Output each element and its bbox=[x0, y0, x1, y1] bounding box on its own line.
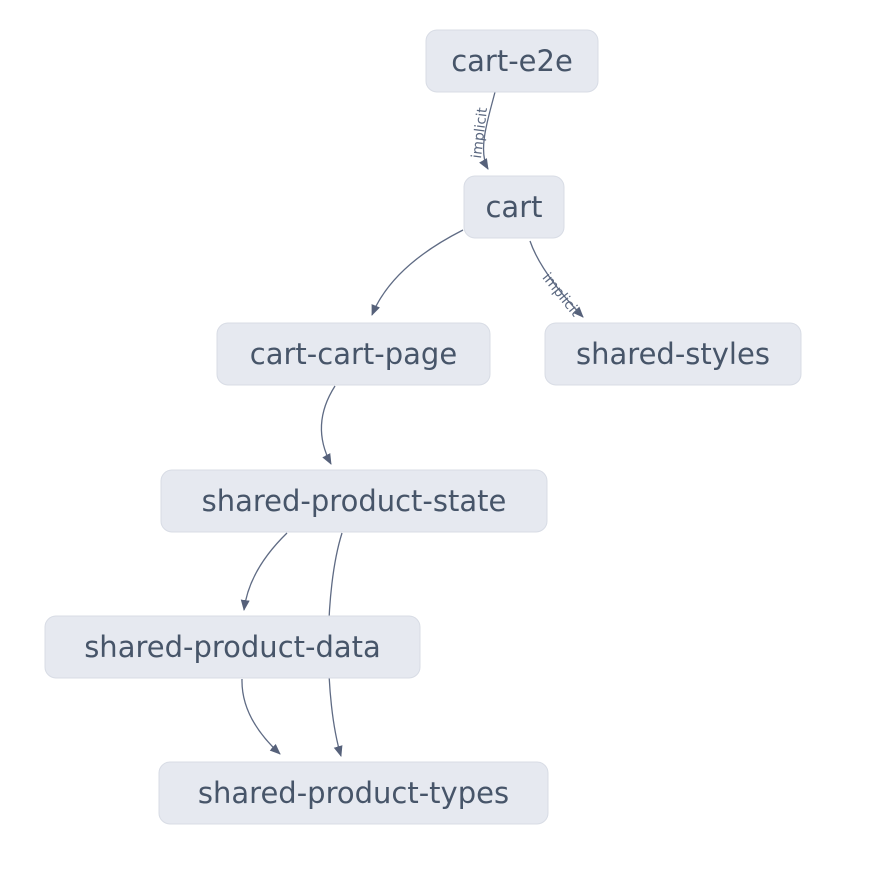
edge-shared-product-data-to-shared-product-types bbox=[241, 678, 281, 755]
node-box-shared-product-data[interactable] bbox=[44, 615, 421, 679]
graph-node-shared-product-types[interactable]: shared-product-types bbox=[158, 761, 549, 825]
graph-node-cart[interactable]: cart bbox=[463, 175, 565, 239]
node-label-cart-cart-page: cart-cart-page bbox=[250, 337, 457, 371]
graph-node-shared-product-state[interactable]: shared-product-state bbox=[160, 469, 548, 533]
node-label-shared-product-data: shared-product-data bbox=[84, 630, 381, 664]
node-box-shared-product-types[interactable] bbox=[158, 761, 549, 825]
edge-cart-cart-page-to-shared-product-state bbox=[320, 385, 336, 465]
edge-cart-to-shared-styles bbox=[529, 240, 584, 318]
node-label-cart-e2e: cart-e2e bbox=[451, 44, 573, 78]
node-label-cart: cart bbox=[485, 190, 542, 224]
node-box-shared-styles[interactable] bbox=[544, 322, 802, 386]
node-box-cart[interactable] bbox=[463, 175, 565, 239]
edge-shared-product-state-to-shared-product-data bbox=[240, 532, 288, 611]
node-box-cart-cart-page[interactable] bbox=[216, 322, 491, 386]
graph-node-cart-e2e[interactable]: cart-e2e bbox=[425, 29, 599, 93]
node-label-shared-styles: shared-styles bbox=[576, 337, 770, 371]
node-box-shared-product-state[interactable] bbox=[160, 469, 548, 533]
graph-node-shared-product-data[interactable]: shared-product-data bbox=[44, 615, 421, 679]
edge-label-cart-e2e-to-cart: implicit bbox=[469, 106, 491, 159]
edge-cart-e2e-to-cart bbox=[479, 91, 496, 170]
edge-label-cart-to-shared-styles: implicit bbox=[539, 270, 584, 320]
edge-cart-to-cart-cart-page bbox=[371, 229, 464, 316]
graph-node-shared-styles[interactable]: shared-styles bbox=[544, 322, 802, 386]
graph-node-cart-cart-page[interactable]: cart-cart-page bbox=[216, 322, 491, 386]
node-label-shared-product-types: shared-product-types bbox=[198, 776, 509, 810]
node-box-cart-e2e[interactable] bbox=[425, 29, 599, 93]
node-label-shared-product-state: shared-product-state bbox=[202, 484, 507, 518]
